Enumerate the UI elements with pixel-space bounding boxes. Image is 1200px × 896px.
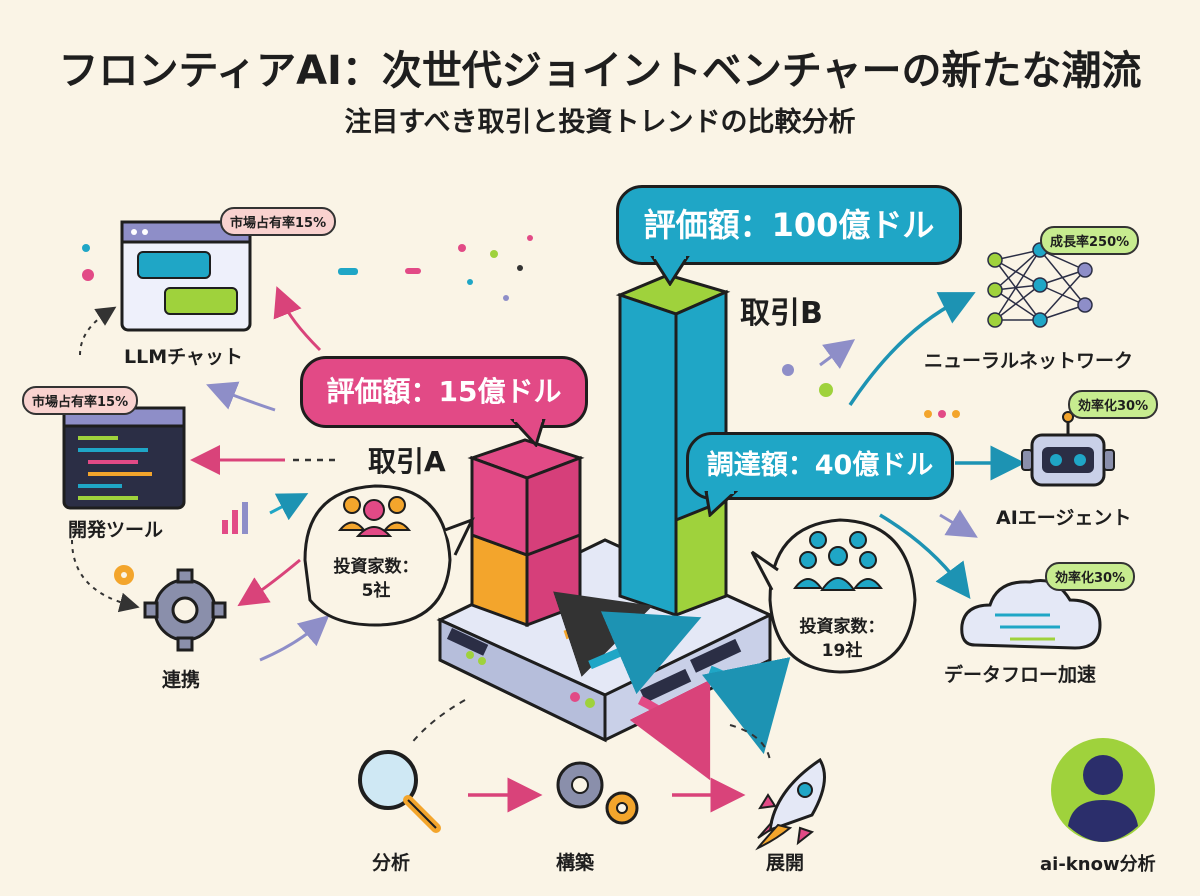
arrow-icon: [269, 493, 309, 521]
deal-a-label: 取引A: [368, 445, 446, 478]
llm-share-tag: 市場占有率15%: [220, 207, 337, 236]
integration-label: 連携: [162, 669, 201, 691]
deal-a-valuation-bubble: 評価額：15億ドル: [300, 356, 588, 428]
arrow-icon: [206, 381, 276, 412]
deal-b-valuation-bubble: 評価額：100億ドル: [616, 185, 962, 265]
dataflow-eff-tag: 効率化30%: [1045, 562, 1136, 591]
deal-b-investors-label: 投資家数：: [799, 617, 885, 637]
deal-a-bar: [467, 438, 585, 628]
avatar-icon: [1051, 738, 1155, 842]
code-window-icon: [62, 406, 186, 510]
arrow-icon: [259, 615, 330, 662]
down-arrow-icon: [629, 679, 711, 781]
arrow-icon: [879, 513, 971, 599]
dev-tools-label: 開発ツール: [68, 519, 164, 541]
deal-b-funding-bubble: 調達額：40億ドル: [686, 432, 954, 500]
confetti-decoration: [82, 235, 960, 418]
process-analyze-label: 分析: [372, 852, 411, 874]
arrow-icon: [273, 286, 322, 352]
gears-icon: [556, 761, 639, 825]
dev-share-tag: 市場占有率15%: [22, 386, 139, 415]
gear-icon: [114, 565, 227, 652]
mini-chart-icon: [222, 502, 248, 534]
down-arrow-icon: [702, 657, 791, 755]
deal-a-investors-count: 5社: [361, 581, 391, 601]
dashed-connector: [79, 306, 117, 356]
output-arrow-icon: [588, 611, 702, 695]
deal-b-label: 取引B: [740, 296, 823, 331]
deal-b-funding: 調達額：40億ドル: [706, 450, 934, 481]
robot-icon: [1021, 411, 1115, 487]
neural-growth-tag: 成長率250%: [1040, 226, 1140, 255]
bubble-tail: [510, 419, 546, 447]
page-title: フロンティアAI：次世代ジョイントベンチャーの新たな潮流: [58, 48, 1142, 94]
process-build-label: 構築: [556, 852, 595, 874]
chat-window-icon: [120, 220, 252, 332]
deal-b-valuation: 評価額：100億ドル: [643, 206, 935, 244]
brand-name: ai-know分析: [1040, 854, 1156, 875]
dataflow-label: データフロー加速: [944, 664, 1097, 686]
arrow-icon: [237, 558, 301, 607]
llm-chat-label: LLMチャット: [124, 346, 243, 368]
arrow-icon: [848, 292, 976, 406]
investors-a-bubble: [303, 484, 475, 627]
neural-network-icon: [987, 242, 1093, 328]
bubble-tail: [704, 491, 738, 517]
bubble-tail: [650, 256, 690, 286]
cloud-icon: [960, 579, 1102, 650]
process-deploy-label: 展開: [766, 852, 805, 874]
deal-a-investors-label: 投資家数：: [333, 557, 419, 577]
investors-icon: [337, 496, 412, 537]
investors-icon: [793, 531, 883, 591]
arrow-icon: [819, 339, 856, 369]
neural-network-label: ニューラルネットワーク: [924, 350, 1134, 372]
rocket-icon: [755, 757, 826, 851]
agent-eff-tag: 効率化30%: [1068, 390, 1159, 419]
arrow-icon: [939, 509, 978, 538]
page-subtitle: 注目すべき取引と投資トレンドの比較分析: [344, 107, 856, 138]
deal-b-investors-count: 19社: [821, 641, 863, 661]
ai-agent-label: AIエージェント: [996, 507, 1132, 529]
dashed-connector: [71, 539, 140, 613]
dashed-connector: [729, 724, 771, 761]
dashed-connector: [409, 699, 466, 746]
magnifier-icon: [358, 750, 441, 833]
deal-a-valuation: 評価額：15億ドル: [326, 375, 562, 408]
